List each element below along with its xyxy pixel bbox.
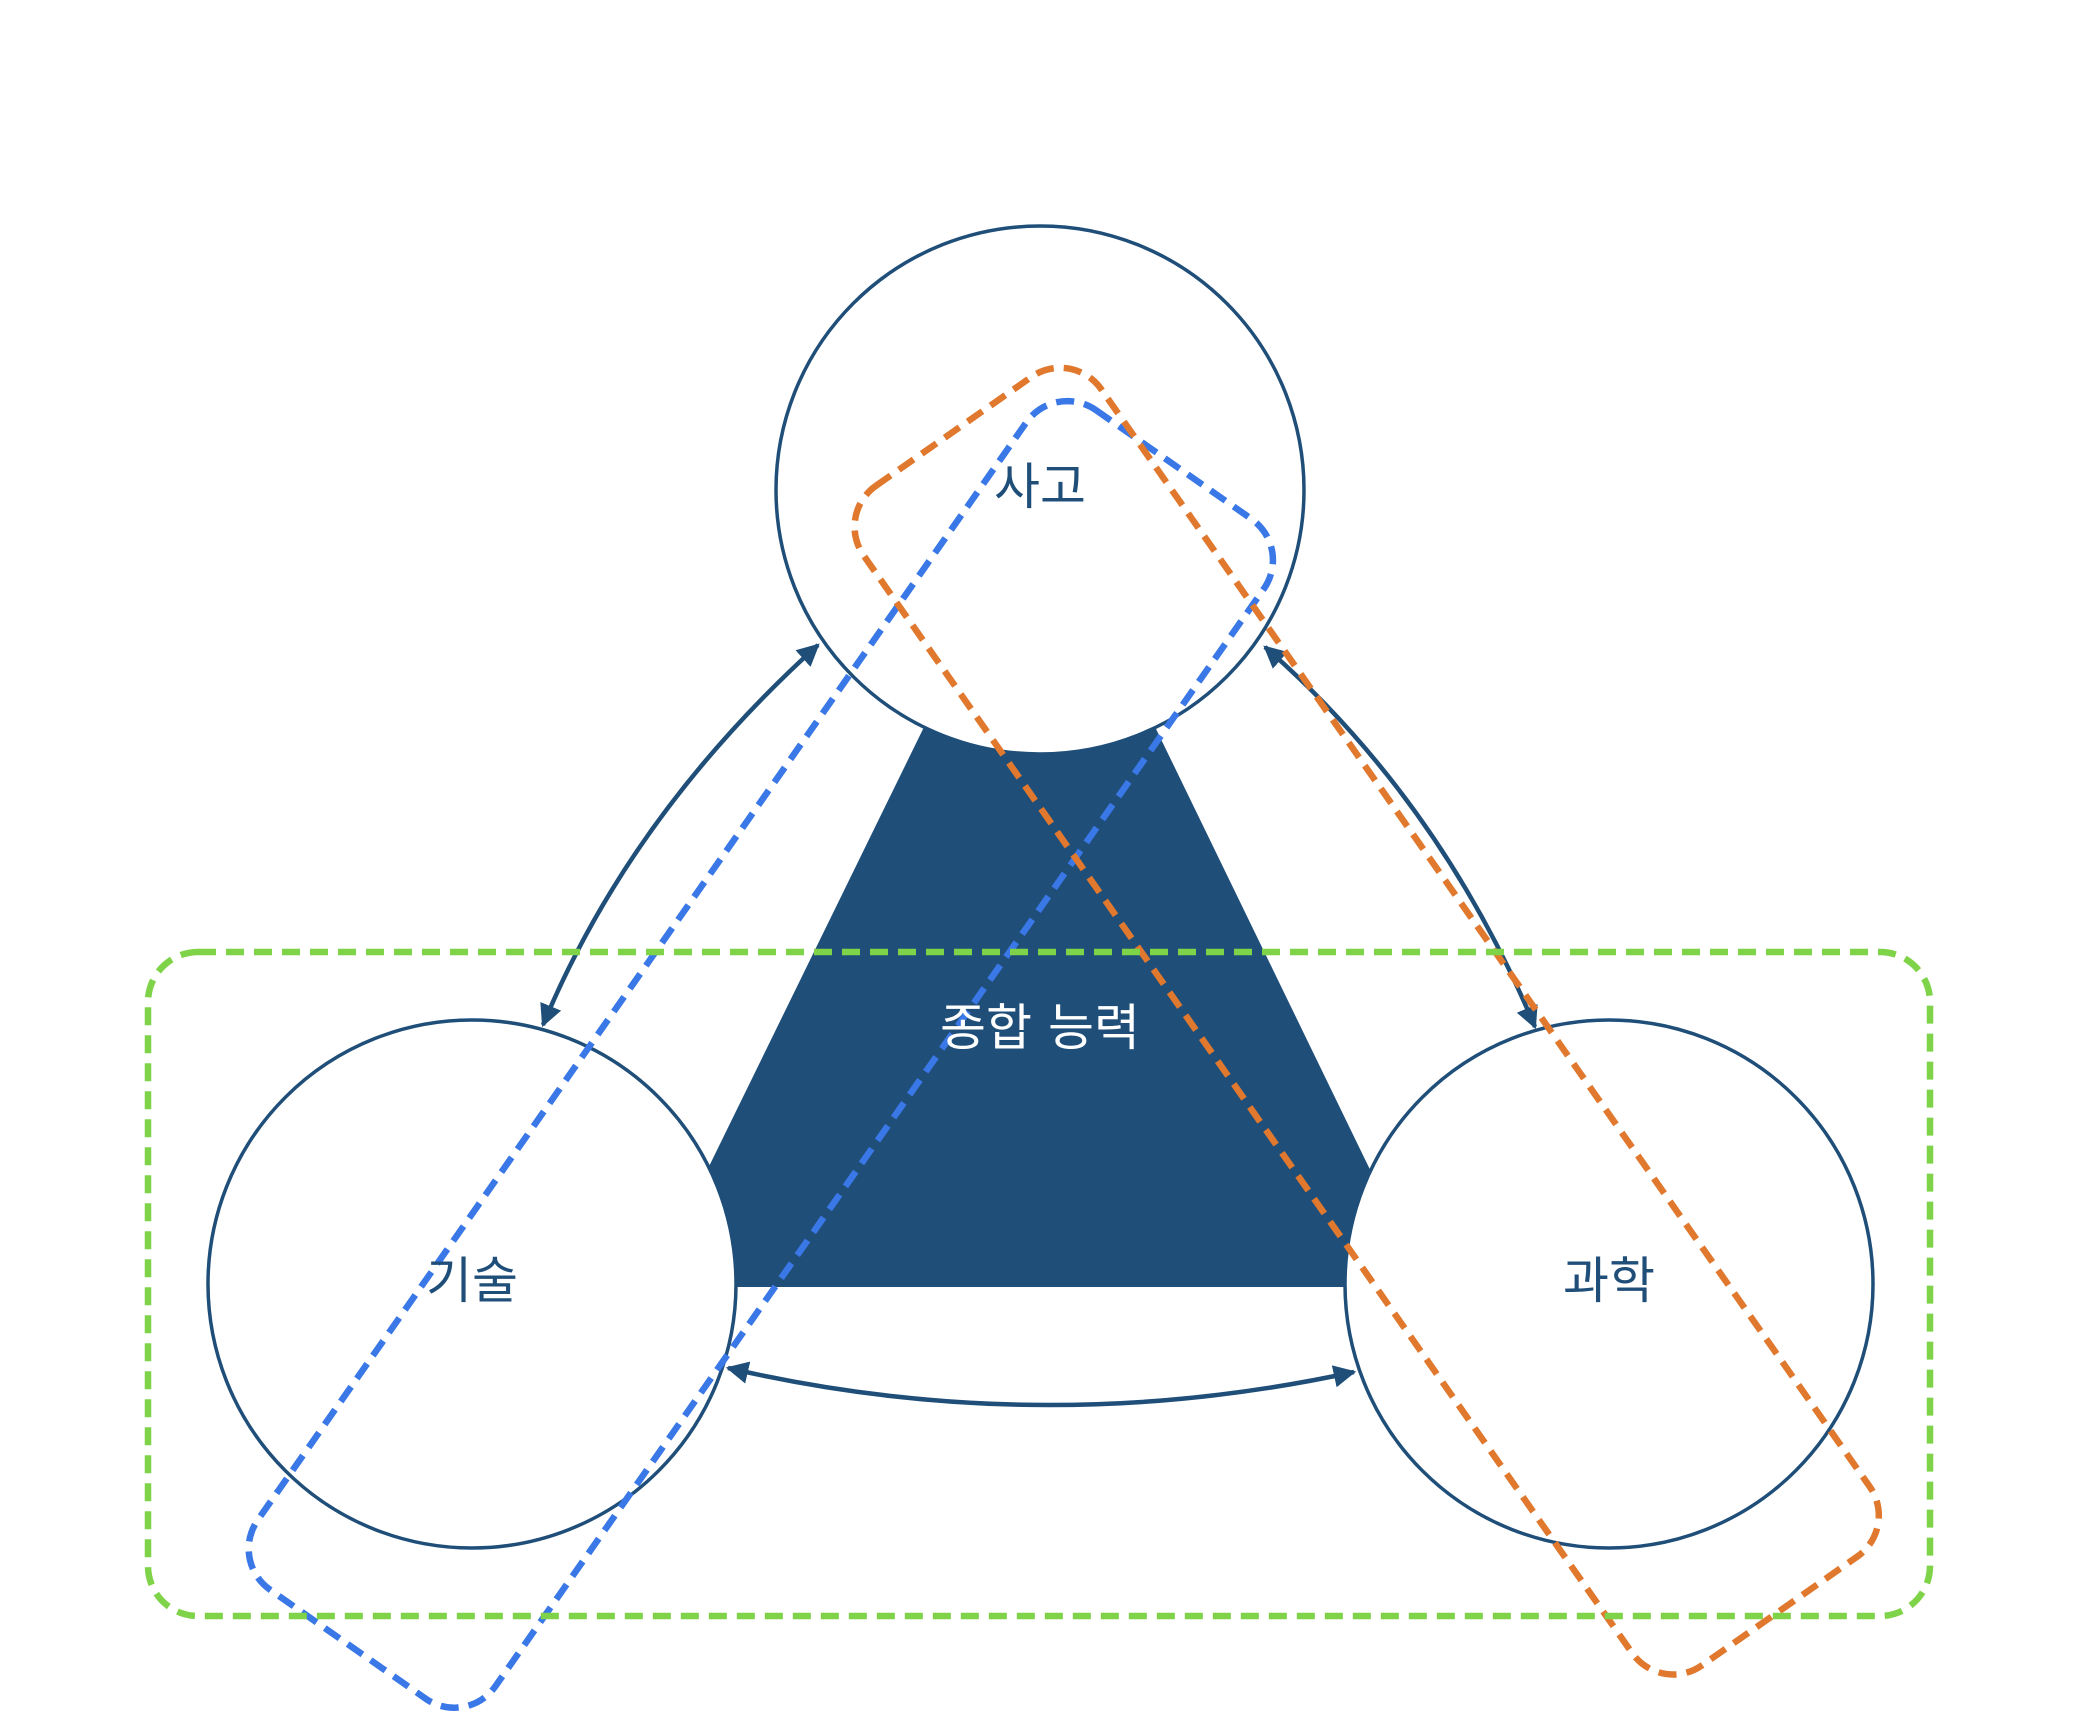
node-label-science: 과학 bbox=[1563, 1252, 1655, 1310]
arrow-thinking-technology bbox=[540, 643, 820, 1028]
center-label: 종합 능력 bbox=[940, 999, 1140, 1057]
node-label-technology: 기술 bbox=[426, 1252, 518, 1310]
node-circle-technology bbox=[206, 1018, 738, 1550]
arrow-thinking-science bbox=[1263, 645, 1538, 1030]
node-circle-science bbox=[1343, 1018, 1875, 1550]
group-frame-thinking-technology bbox=[245, 397, 1277, 1711]
group-frame-thinking-science bbox=[851, 364, 1883, 1678]
node-circle-thinking bbox=[774, 224, 1306, 756]
node-label-thinking: 사고 bbox=[994, 458, 1086, 516]
group-frame-technology-science bbox=[144, 948, 1934, 1620]
arrow-technology-science bbox=[725, 1361, 1357, 1408]
